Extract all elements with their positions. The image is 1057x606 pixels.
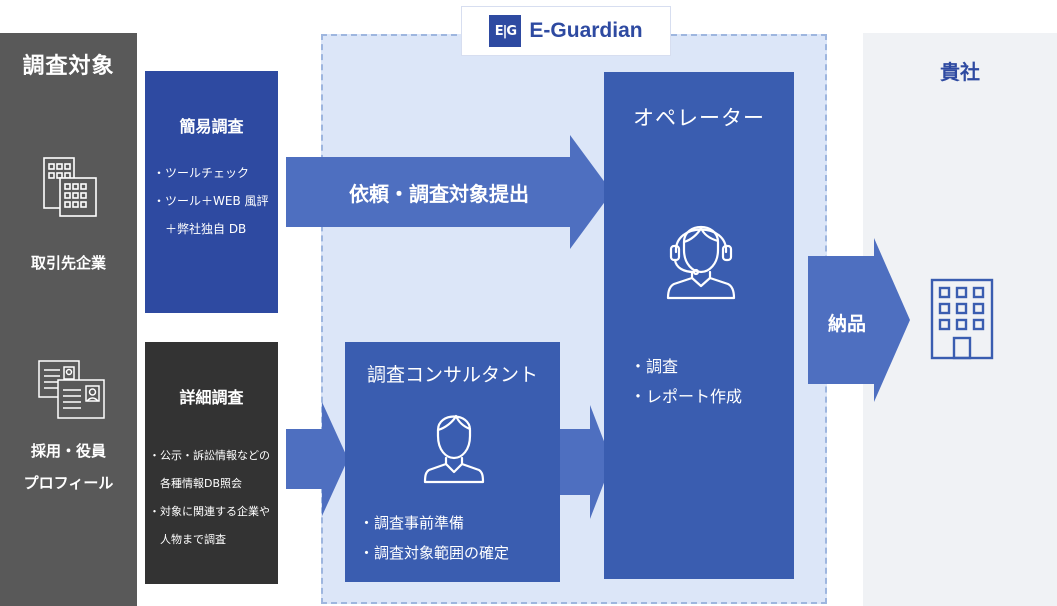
- list-item: ・ツール＋WEB 風評: [153, 194, 269, 208]
- list-item: 人物まで調査: [149, 533, 226, 546]
- detailed-investigation-box: 詳細調査 ・公示・訴訟情報などの 各種情報DB照会 ・対象に関連する企業や 人物…: [145, 342, 278, 584]
- client-title: 貴社: [940, 60, 980, 84]
- office-building-icon: [930, 278, 994, 360]
- consultant-box: 調査コンサルタント ・調査事前準備 ・調査対象範囲の確定: [345, 342, 560, 582]
- list-item: ・公示・訴訟情報などの: [149, 449, 270, 462]
- list-item: ＋弊社独自 DB: [153, 222, 247, 236]
- list-item: ・調査対象範囲の確定: [359, 544, 510, 562]
- person-label-line2: プロフィール: [23, 474, 114, 492]
- eguardian-logo: E|G E-Guardian: [461, 6, 671, 56]
- detailed-investigation-title: 詳細調査: [179, 388, 244, 407]
- list-item: ・レポート作成: [630, 387, 743, 406]
- consultant-to-operator-arrow: [546, 405, 612, 519]
- list-item: ・対象に関連する企業や: [149, 505, 270, 518]
- request-arrow: [286, 135, 612, 249]
- request-arrow-label: 依頼・調査対象提出: [349, 182, 529, 206]
- delivery-arrow-label: 納品: [827, 313, 866, 335]
- delivery-arrow: [808, 238, 910, 402]
- consultant-title: 調査コンサルタント: [366, 364, 538, 386]
- simple-investigation-title: 簡易調査: [179, 117, 244, 136]
- person-label-line1: 採用・役員: [30, 442, 106, 460]
- consultant-list: ・調査事前準備 ・調査対象範囲の確定: [359, 508, 509, 568]
- operator-headset-icon: [666, 226, 736, 300]
- list-item: ・ツールチェック: [153, 166, 250, 180]
- detailed-investigation-list: ・公示・訴訟情報などの 各種情報DB照会 ・対象に関連する企業や 人物まで調査: [149, 442, 276, 554]
- target-column: [0, 33, 137, 606]
- list-item: ・調査: [630, 357, 679, 376]
- operator-list: ・調査 ・レポート作成: [630, 352, 742, 412]
- consultant-person-icon: [423, 414, 485, 484]
- list-item: 各種情報DB照会: [149, 477, 243, 490]
- buildings-icon: [43, 157, 97, 217]
- list-item: ・調査事前準備: [359, 514, 465, 532]
- simple-investigation-box: 簡易調査 ・ツールチェック ・ツール＋WEB 風評 ＋弊社独自 DB: [145, 71, 278, 313]
- company-label: 取引先企業: [30, 254, 106, 272]
- eguardian-logo-text: E-Guardian: [529, 19, 643, 42]
- operator-title: オペレーター: [633, 106, 765, 130]
- simple-investigation-list: ・ツールチェック ・ツール＋WEB 風評 ＋弊社独自 DB: [153, 159, 276, 243]
- profile-documents-icon: [38, 360, 105, 419]
- eguardian-logo-mark: E|G: [489, 15, 522, 47]
- detail-to-consultant-arrow: [286, 402, 348, 516]
- operator-box: オペレーター ・調査 ・レポート作成: [604, 72, 794, 579]
- target-title: 調査対象: [22, 54, 115, 79]
